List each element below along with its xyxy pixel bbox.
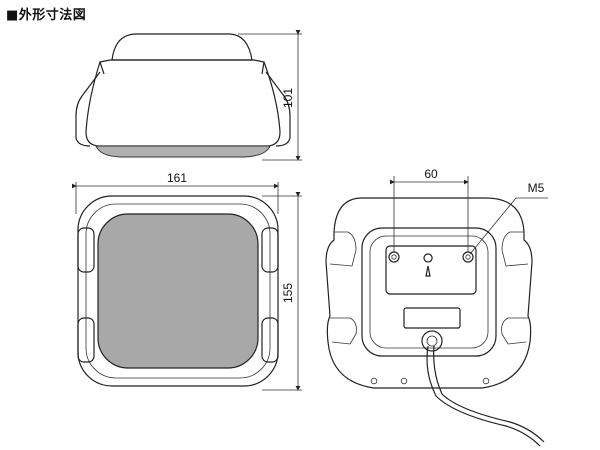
width-dimension-label: 161 [167, 171, 187, 185]
rear-view [325, 176, 548, 447]
page-title: ■外形寸法図 [6, 8, 87, 23]
side-view [75, 30, 302, 161]
front-grille [97, 213, 259, 369]
mount-pitch-label: 60 [424, 167, 438, 181]
depth-dimension-label: 155 [281, 283, 295, 303]
screw-size-label: M5 [528, 181, 545, 195]
lens [95, 145, 271, 158]
height-dimension-label: 101 [281, 88, 295, 108]
front-view [72, 182, 302, 391]
